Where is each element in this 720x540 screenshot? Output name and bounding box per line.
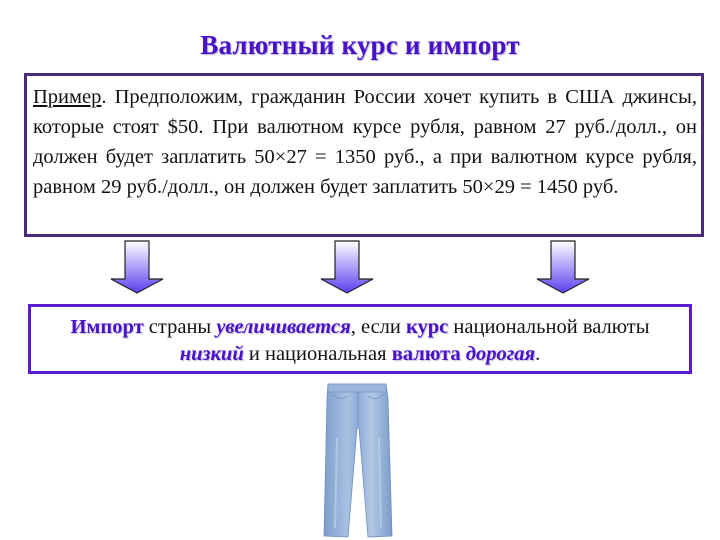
text-fragment: национальной валюты: [448, 316, 650, 338]
text-fragment: .: [535, 343, 541, 365]
example-label: Пример: [33, 86, 102, 108]
down-arrow-icon: [536, 240, 590, 294]
conclusion-text: Импорт страны увеличивается, если курс н…: [31, 307, 689, 368]
jeans-image: [323, 383, 393, 538]
text-fragment: и национальная: [243, 343, 392, 365]
term-currency: валюта: [391, 343, 461, 365]
conclusion-box: Импорт страны увеличивается, если курс н…: [28, 304, 692, 374]
text-fragment: , если: [350, 316, 406, 338]
text-fragment: страны: [143, 316, 217, 338]
term-rate: курс: [406, 316, 449, 338]
term-low: низкий: [179, 343, 244, 365]
example-body: . Предположим, гражданин России хочет ку…: [33, 86, 697, 198]
down-arrow-icon: [110, 240, 164, 294]
term-import: Импорт: [70, 316, 144, 338]
down-arrow-icon: [320, 240, 374, 294]
term-expensive: дорогая: [465, 343, 536, 365]
example-box: Пример. Предположим, гражданин России хо…: [24, 73, 704, 237]
slide-title: Валютный курс и импорт: [200, 30, 520, 60]
example-text: Пример. Предположим, гражданин России хо…: [33, 82, 697, 202]
term-increases: увеличивается: [216, 316, 351, 338]
